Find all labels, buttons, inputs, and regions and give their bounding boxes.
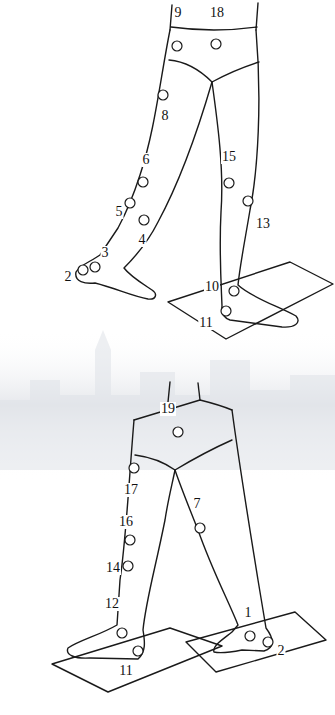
callout-number: 10 xyxy=(204,280,220,294)
callout-number: 11 xyxy=(118,664,133,678)
callout-number: 4 xyxy=(138,233,147,247)
callout-number: 5 xyxy=(115,205,124,219)
callout-number: 3 xyxy=(101,246,110,260)
top-figure xyxy=(76,3,333,339)
marker-dot xyxy=(158,90,168,100)
callout-number: 16 xyxy=(118,515,134,529)
callout-number: 13 xyxy=(255,217,271,231)
marker-dot xyxy=(117,628,127,638)
callout-number: 18 xyxy=(209,6,225,20)
marker-dot xyxy=(263,637,273,647)
marker-dot xyxy=(172,41,182,51)
callout-number: 1 xyxy=(244,606,253,620)
marker-dot xyxy=(221,306,231,316)
marker-dot xyxy=(123,561,133,571)
callout-number: 2 xyxy=(64,270,73,284)
marker-dot xyxy=(173,427,183,437)
callout-number: 11 xyxy=(198,316,213,330)
marker-dot xyxy=(133,646,143,656)
callout-number: 17 xyxy=(123,483,139,497)
callout-number: 19 xyxy=(160,402,176,416)
bottom-figure xyxy=(52,382,326,692)
marker-dot xyxy=(229,286,239,296)
callout-number: 6 xyxy=(142,153,151,167)
marker-dot xyxy=(243,196,253,206)
marker-dot xyxy=(78,265,88,275)
marker-dot xyxy=(195,523,205,533)
marker-dot xyxy=(224,178,234,188)
marker-dots xyxy=(78,39,273,656)
marker-dot xyxy=(211,39,221,49)
marker-dot xyxy=(139,215,149,225)
marker-dot xyxy=(129,463,139,473)
watermark-city xyxy=(0,330,335,480)
marker-dot xyxy=(90,262,100,272)
marker-dot xyxy=(245,631,255,641)
callout-number: 8 xyxy=(161,109,170,123)
callout-number: 9 xyxy=(174,6,183,20)
marker-dot xyxy=(125,198,135,208)
callout-number: 14 xyxy=(105,561,121,575)
callout-number: 2 xyxy=(277,644,286,658)
marker-dot xyxy=(125,535,135,545)
callout-number: 15 xyxy=(221,150,237,164)
callout-number: 7 xyxy=(193,497,202,511)
marker-dot xyxy=(138,177,148,187)
callout-number: 12 xyxy=(104,597,120,611)
